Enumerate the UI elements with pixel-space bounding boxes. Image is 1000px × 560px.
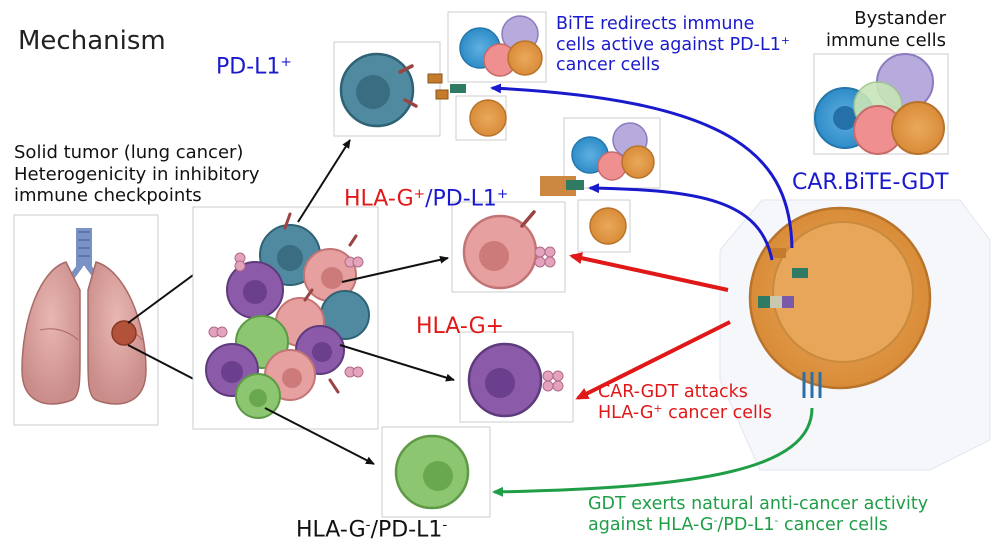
annotation-gdt: GDT exerts natural anti-cancer activity … <box>588 494 928 535</box>
bystander-line-2: immune cells <box>826 29 947 51</box>
label-hlag-pdl1-negative: HLA-G-/PD-L1- <box>296 517 448 543</box>
car-bite-gdt-cell <box>719 199 991 471</box>
annotation-bite: BiTE redirects immune cells active again… <box>556 14 790 76</box>
arrow-to-hlag-cell <box>339 344 455 382</box>
label-hlag-pdl1-positive: HLA-G+/PD-L1+ <box>344 186 509 212</box>
arrow-to-hlag-pdl1-cell <box>341 255 449 283</box>
page-title: Mechanism <box>18 26 166 56</box>
bystander-cells-middle <box>563 117 661 189</box>
annotation-car-gdt: CAR-GDT attacks HLA-G+ cancer cells <box>598 382 772 423</box>
bite-receptor <box>770 248 808 278</box>
gdt-tcr <box>802 372 822 398</box>
label-car-bite-gdt: CAR.BiTE-GDT <box>792 170 949 195</box>
hlag-positive-cell-panel <box>459 331 574 423</box>
tumor-line-1: Solid tumor (lung cancer) <box>14 142 244 163</box>
tumor-description: Solid tumor (lung cancer) Heterogenicity… <box>14 142 260 207</box>
lungs-panel <box>13 214 159 426</box>
hlag-pdl1-cell-panel <box>451 201 566 293</box>
lung-tumor-mass <box>111 320 137 346</box>
label-pdl1-positive: PD-L1+ <box>216 54 292 80</box>
tumor-cluster-panel <box>192 206 379 430</box>
label-hlag-positive: HLA-G+ <box>416 314 505 339</box>
gdt-arrow-to-negative <box>492 407 814 497</box>
tumor-cluster-cells <box>205 212 370 419</box>
bite-line-2: cells active against PD-L1+ <box>556 33 790 55</box>
car-receptor <box>758 296 794 308</box>
car-line-2: HLA-G+ cancer cells <box>598 401 772 423</box>
car-arrow-to-hlag-pdl1 <box>569 252 729 292</box>
car-arrow-to-hlag <box>575 320 731 400</box>
label-bystander-immune-cells: Bystander immune cells <box>826 8 946 51</box>
bite-engager-middle <box>540 176 584 196</box>
car-line-1: CAR-GDT attacks <box>598 382 748 402</box>
bite-engaged-tcell-top <box>455 95 507 141</box>
tumor-line-2: Heterogenicity in inhibitory <box>14 163 260 185</box>
bystander-cells-large <box>813 53 949 155</box>
bystander-line-1: Bystander <box>854 8 947 29</box>
bite-line-1: BiTE redirects immune <box>556 14 755 34</box>
bite-arrow-to-hlag-pdl1 <box>588 183 774 261</box>
bite-engaged-tcell-middle <box>577 199 631 253</box>
negative-cell-panel <box>381 426 491 518</box>
gdt-line-2: against HLA-G-/PD-L1- cancer cells <box>588 513 888 535</box>
bite-arrow-to-pdl1 <box>490 83 794 249</box>
pdl1-positive-cell-panel <box>333 41 466 137</box>
arrow-to-negative-cell <box>264 407 375 465</box>
lungs-illustration <box>21 228 147 405</box>
bystander-cells-top <box>447 11 547 83</box>
pdl1-bite-engager <box>427 73 449 100</box>
gdt-line-1: GDT exerts natural anti-cancer activity <box>588 494 929 514</box>
bite-line-3: cancer cells <box>556 55 660 76</box>
arrow-to-pdl1-cell <box>297 139 351 223</box>
tumor-line-3: immune checkpoints <box>14 185 202 207</box>
